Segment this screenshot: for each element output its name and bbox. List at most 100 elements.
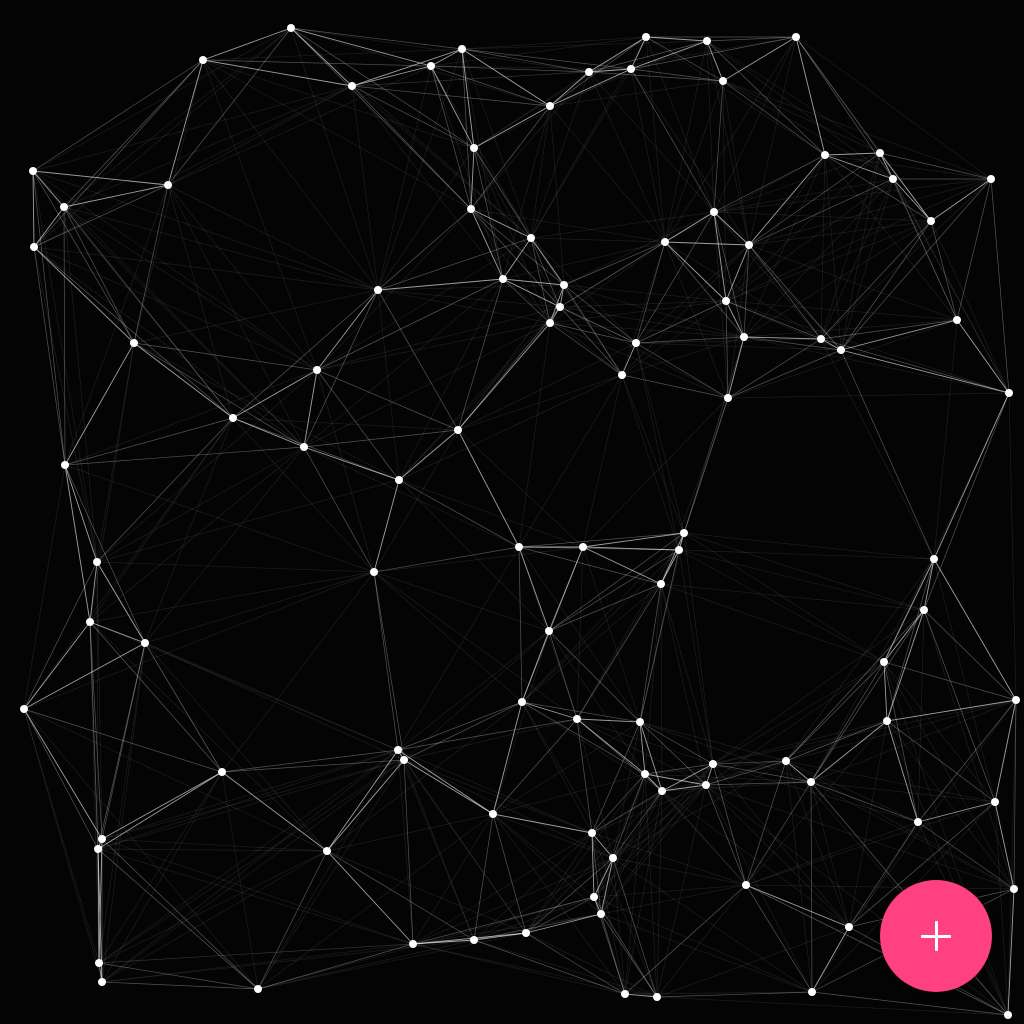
network-edge [97,771,223,850]
network-edge [521,701,663,792]
network-edge [785,558,935,762]
network-edge [1013,699,1017,890]
network-edge [713,211,822,340]
network-edge [748,154,826,246]
network-edge [133,59,204,344]
network-edge [644,583,662,775]
network-edge [473,105,551,149]
network-edge [470,147,475,210]
network-edge [810,558,935,783]
network-edge [316,369,375,573]
network-edge [582,546,641,723]
network-edge [377,289,551,324]
network-edge [748,244,842,351]
network-edge [32,170,318,371]
network-edge [635,342,680,551]
network-edge [257,813,494,990]
network-edge [202,59,475,149]
network-edge [745,884,850,928]
network-edge [23,708,103,983]
network-edge [316,237,532,371]
network-edge [706,40,750,246]
network-edge [98,850,328,964]
network-edge [549,322,729,399]
network-edge [810,781,996,803]
network-edge [32,170,379,291]
network-edge [303,369,318,448]
network-edge [748,178,992,246]
network-edge [326,813,494,852]
network-edge [824,154,932,222]
network-edge [398,278,504,481]
network-node [702,781,710,789]
network-node [400,756,408,764]
network-edge [398,429,459,481]
network-edge [473,939,658,998]
network-edge [96,417,234,563]
network-node [653,993,661,1001]
network-edge [725,300,1010,394]
network-edge [549,71,590,107]
network-edge [635,342,842,351]
network-edge [923,609,996,803]
network-node [636,718,644,726]
network-edge [492,721,641,815]
network-edge [470,208,551,324]
network-edge [430,65,504,280]
network-node [141,639,149,647]
network-edge [630,36,647,70]
network-edge [377,48,463,291]
network-edge [32,170,98,563]
network-edge [612,773,646,859]
network-edge [326,759,405,852]
network-edge [713,211,727,302]
network-node [454,426,462,434]
network-edge [326,850,414,945]
network-node [93,558,101,566]
network-edge [785,609,925,762]
network-edge [316,208,472,371]
network-edge [64,342,135,466]
network-edge [635,241,666,344]
network-edge [582,546,680,551]
network-edge [470,208,532,239]
network-edge [576,718,641,723]
network-edge [660,583,714,765]
network-edge [167,184,318,371]
network-edge [785,760,919,823]
network-edge [521,630,550,703]
network-edge [621,300,727,376]
network-edge [98,962,259,990]
network-edge [397,546,520,751]
network-edge [548,549,680,632]
network-edge [97,848,259,990]
network-edge [457,374,623,431]
network-edge [593,773,646,898]
network-edge [745,884,1015,890]
network-edge [167,184,234,419]
network-edge [656,991,813,998]
network-edge [820,178,894,340]
network-edge [351,85,475,149]
network-edge [593,896,813,993]
network-edge [591,721,641,834]
network-edge [630,68,666,243]
network-edge [705,760,787,786]
network-edge [530,237,637,344]
network-edge [397,718,578,751]
add-button[interactable] [880,880,992,992]
network-edge [591,832,602,915]
network-edge [502,278,561,308]
network-edge [303,446,375,573]
network-edge [167,184,379,291]
network-edge [639,583,662,723]
network-edge [23,561,98,710]
network-edge [457,322,551,431]
network-edge [725,300,822,340]
network-edge [23,708,328,852]
network-edge [167,85,353,186]
network-edge [1007,888,1015,1016]
network-edge [492,718,578,815]
network-edge [785,720,888,762]
network-edge [886,720,996,803]
